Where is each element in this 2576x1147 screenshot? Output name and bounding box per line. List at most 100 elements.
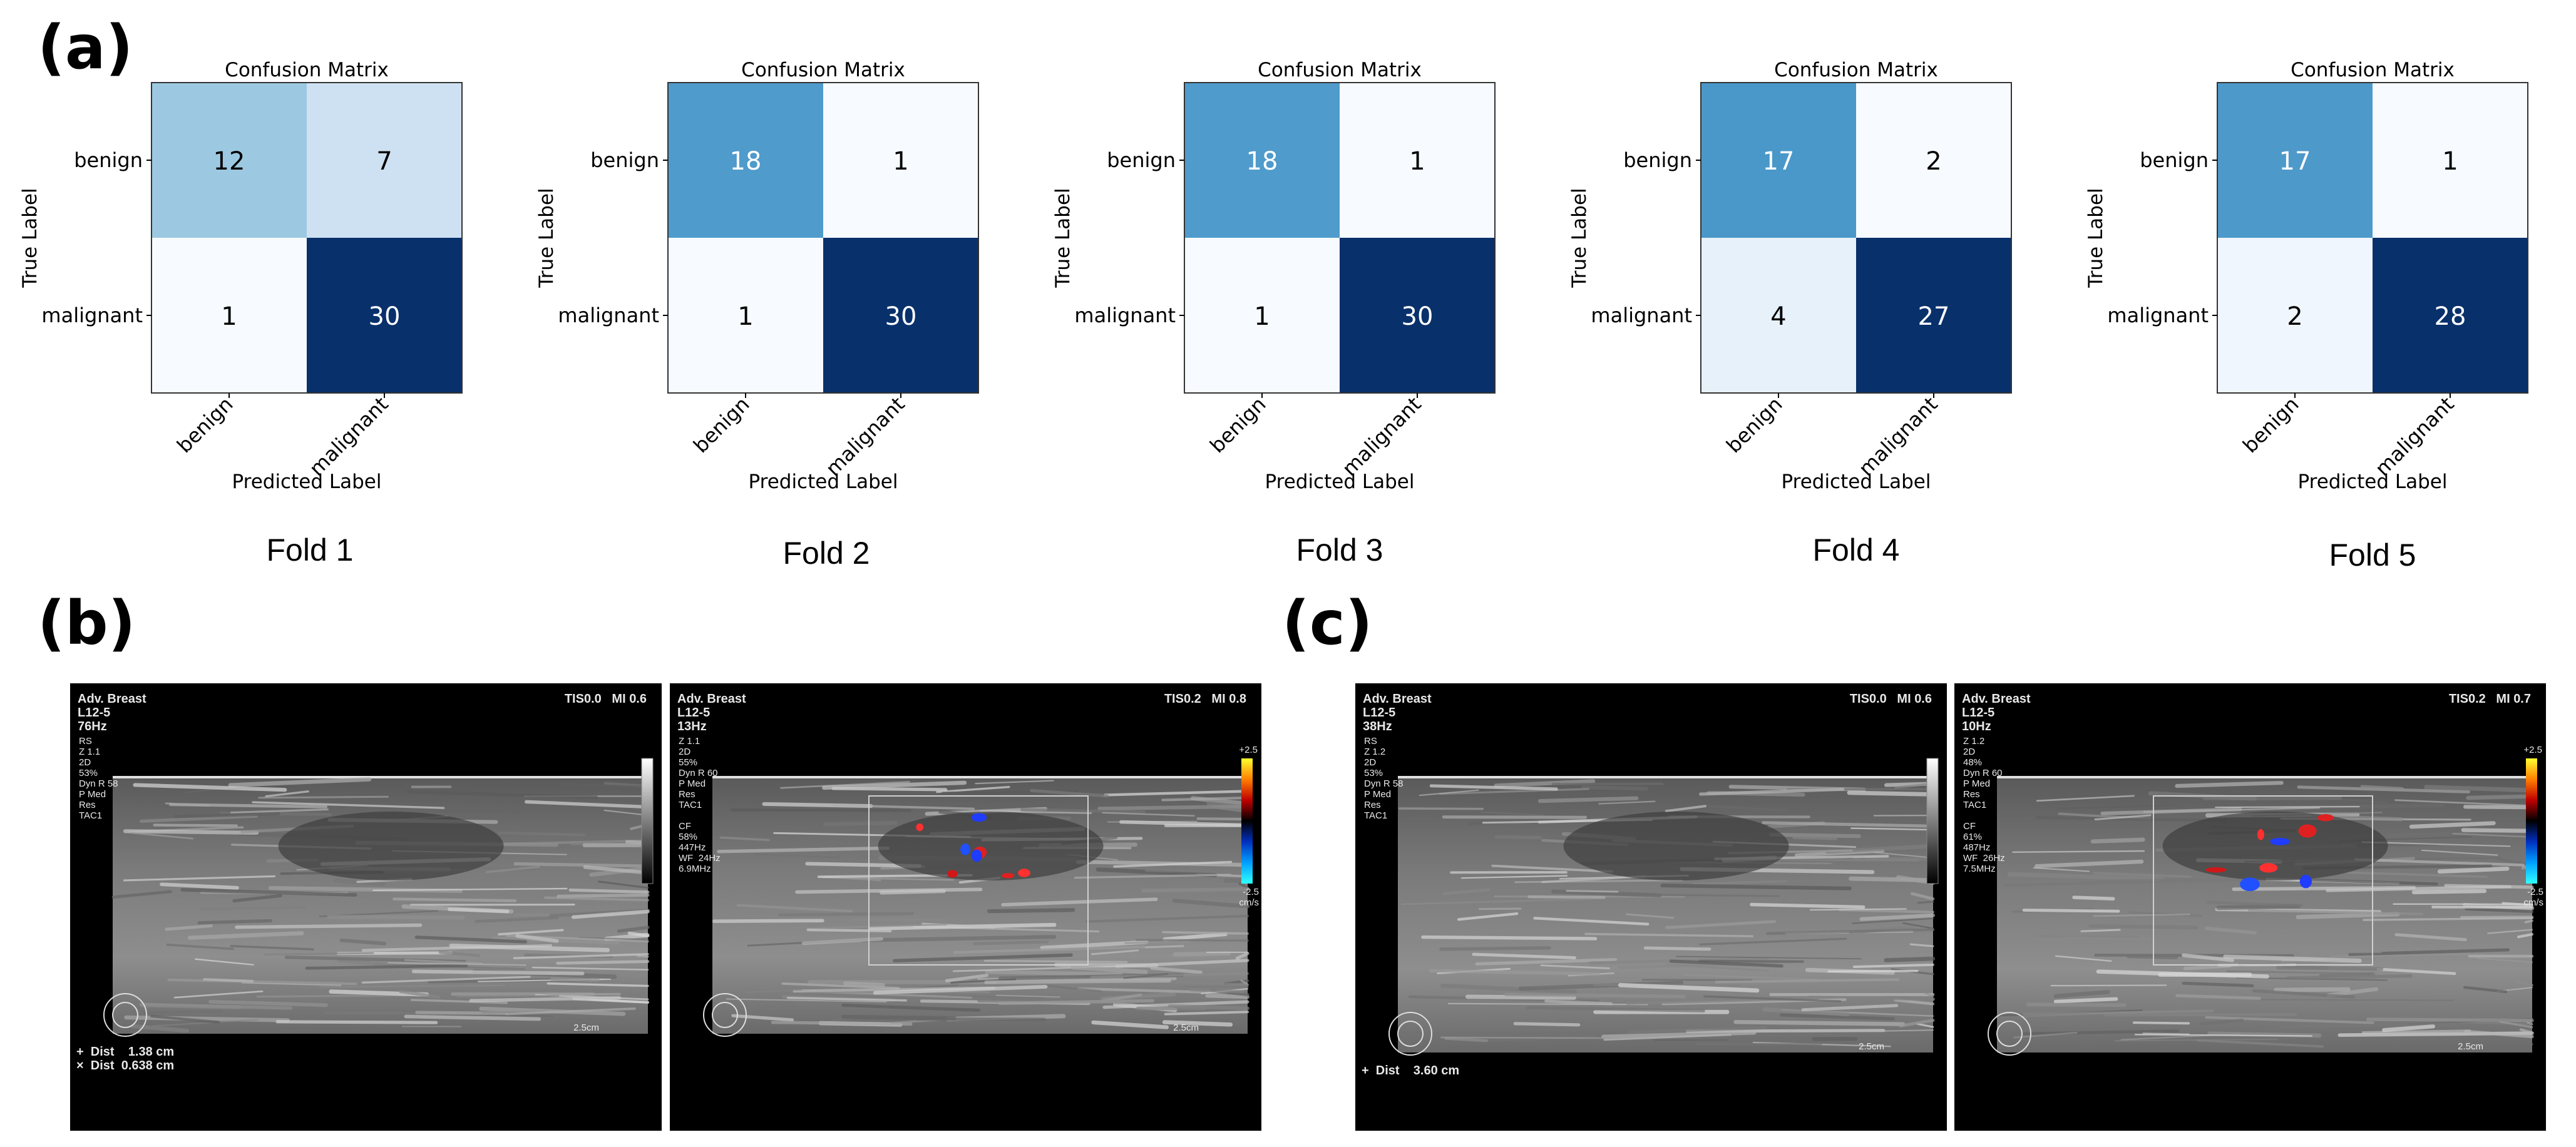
scan-parameters: RS Z 1.1 2D 53% Dyn R 58 P Med Res TAC1 bbox=[79, 736, 118, 821]
cell-value: 1 bbox=[221, 302, 237, 331]
matrix-title: Confusion Matrix bbox=[2291, 59, 2455, 81]
x-axis-label: Predicted Label bbox=[2297, 471, 2447, 493]
cell-value: 4 bbox=[1770, 302, 1786, 331]
velocity-scale-top: +2.5 bbox=[1239, 745, 1258, 755]
x-axis-label: Predicted Label bbox=[232, 471, 381, 493]
x-tick-label: benign bbox=[1205, 392, 1270, 457]
lesion bbox=[878, 812, 1104, 880]
matrix-cell bbox=[2373, 238, 2528, 393]
y-axis-label: True Label bbox=[535, 188, 558, 288]
measurement-readout: + Dist 1.38 cm × Dist 0.638 cm bbox=[76, 1045, 175, 1073]
doppler-flow bbox=[916, 823, 924, 832]
matrix-cell bbox=[1340, 238, 1495, 393]
panel-label-c: (c) bbox=[1282, 588, 1373, 658]
matrix-title: Confusion Matrix bbox=[1774, 59, 1938, 81]
y-axis-label: True Label bbox=[1052, 188, 1074, 288]
color-box bbox=[868, 795, 1089, 966]
ultrasound-scan bbox=[1388, 758, 1939, 1056]
cell-value: 30 bbox=[369, 302, 401, 331]
cell-value: 7 bbox=[376, 147, 392, 176]
body-marker-inner bbox=[1996, 1021, 2023, 1047]
x-tick-label: benign bbox=[2238, 392, 2303, 457]
body-marker-inner bbox=[1397, 1021, 1424, 1047]
matrix-cell bbox=[668, 83, 823, 238]
matrix-frame bbox=[1700, 82, 2012, 394]
cell-value: 2 bbox=[2287, 302, 2302, 331]
measurement-readout: + Dist 3.60 cm bbox=[1362, 1064, 1460, 1078]
matrix-cell bbox=[151, 83, 307, 238]
y-tick-label: malignant bbox=[558, 303, 659, 327]
y-tick-label: malignant bbox=[2107, 303, 2209, 327]
doppler-flow bbox=[2257, 828, 2264, 840]
y-tick-label: benign bbox=[2140, 148, 2209, 172]
matrix-cell bbox=[2217, 83, 2373, 238]
body-marker bbox=[703, 993, 747, 1037]
doppler-flow bbox=[2270, 837, 2291, 845]
velocity-scale-bottom: -2.5 cm/s bbox=[1239, 887, 1259, 908]
doppler-flow bbox=[971, 849, 982, 862]
cell-value: 1 bbox=[737, 302, 753, 331]
x-tick-label: malignant bbox=[305, 392, 393, 481]
body-marker bbox=[103, 993, 147, 1037]
ultrasound-scan bbox=[103, 758, 654, 1037]
scan-parameters: RS Z 1.2 2D 53% Dyn R 58 P Med Res TAC1 bbox=[1364, 736, 1403, 821]
lesion bbox=[278, 812, 504, 880]
cell-value: 1 bbox=[893, 147, 908, 176]
cell-value: 18 bbox=[730, 147, 762, 176]
fold-label-3: Fold 3 bbox=[1296, 533, 1383, 568]
tissue-texture bbox=[1398, 779, 1936, 1048]
x-tick-label: malignant bbox=[2371, 392, 2459, 481]
doppler-flow bbox=[2240, 877, 2260, 892]
cell-value: 1 bbox=[1409, 147, 1425, 176]
matrix-cell bbox=[1184, 83, 1340, 238]
y-tick-label: benign bbox=[590, 148, 659, 172]
scan-header-left: Adv. Breast L12-5 76Hz bbox=[78, 692, 146, 733]
cell-value: 30 bbox=[1402, 302, 1434, 331]
x-tick-label: benign bbox=[689, 392, 754, 457]
cell-value: 12 bbox=[213, 147, 245, 176]
scan-parameters: Z 1.1 2D 55% Dyn R 60 P Med Res TAC1 CF … bbox=[679, 736, 721, 874]
depth-label: 2.5cm bbox=[2458, 1041, 2483, 1052]
x-axis-label: Predicted Label bbox=[1781, 471, 1931, 493]
y-tick-label: benign bbox=[1107, 148, 1176, 172]
depth-label: 2.5cm bbox=[1859, 1041, 1884, 1052]
matrix-cell bbox=[823, 83, 978, 238]
matrix-cell bbox=[151, 238, 307, 393]
grayscale-bar bbox=[641, 758, 654, 884]
scan-header-left: Adv. Breast L12-5 38Hz bbox=[1363, 692, 1432, 733]
matrix-cell bbox=[2217, 238, 2373, 393]
lesion bbox=[2162, 812, 2388, 880]
y-tick-label: benign bbox=[74, 148, 143, 172]
velocity-scale bbox=[2526, 758, 2537, 884]
scan-header-left: Adv. Breast L12-5 13Hz bbox=[677, 692, 746, 733]
cell-value: 1 bbox=[1254, 302, 1270, 331]
velocity-scale-bottom: -2.5 cm/s bbox=[2523, 887, 2543, 908]
matrix-title: Confusion Matrix bbox=[1258, 59, 1422, 81]
scan-header-left: Adv. Breast L12-5 10Hz bbox=[1962, 692, 2031, 733]
scan-header-right: TIS0.2 MI 0.8 bbox=[1164, 692, 1246, 706]
cell-value: 28 bbox=[2435, 302, 2466, 331]
matrix-cell bbox=[1856, 238, 2011, 393]
body-marker-inner bbox=[712, 1002, 738, 1028]
fold-label-5: Fold 5 bbox=[2329, 538, 2416, 573]
cell-value: 18 bbox=[1246, 147, 1278, 176]
x-tick-label: malignant bbox=[821, 392, 910, 481]
scan-header-right: TIS0.2 MI 0.7 bbox=[2448, 692, 2531, 706]
doppler-flow bbox=[2298, 824, 2317, 838]
body-marker bbox=[1988, 1012, 2031, 1056]
panel-label-a: (a) bbox=[38, 13, 133, 83]
x-axis-label: Predicted Label bbox=[748, 471, 898, 493]
body-marker-inner bbox=[112, 1002, 138, 1028]
x-tick-label: benign bbox=[1722, 392, 1787, 457]
doppler-flow bbox=[2317, 814, 2334, 822]
color-box bbox=[2153, 795, 2373, 966]
